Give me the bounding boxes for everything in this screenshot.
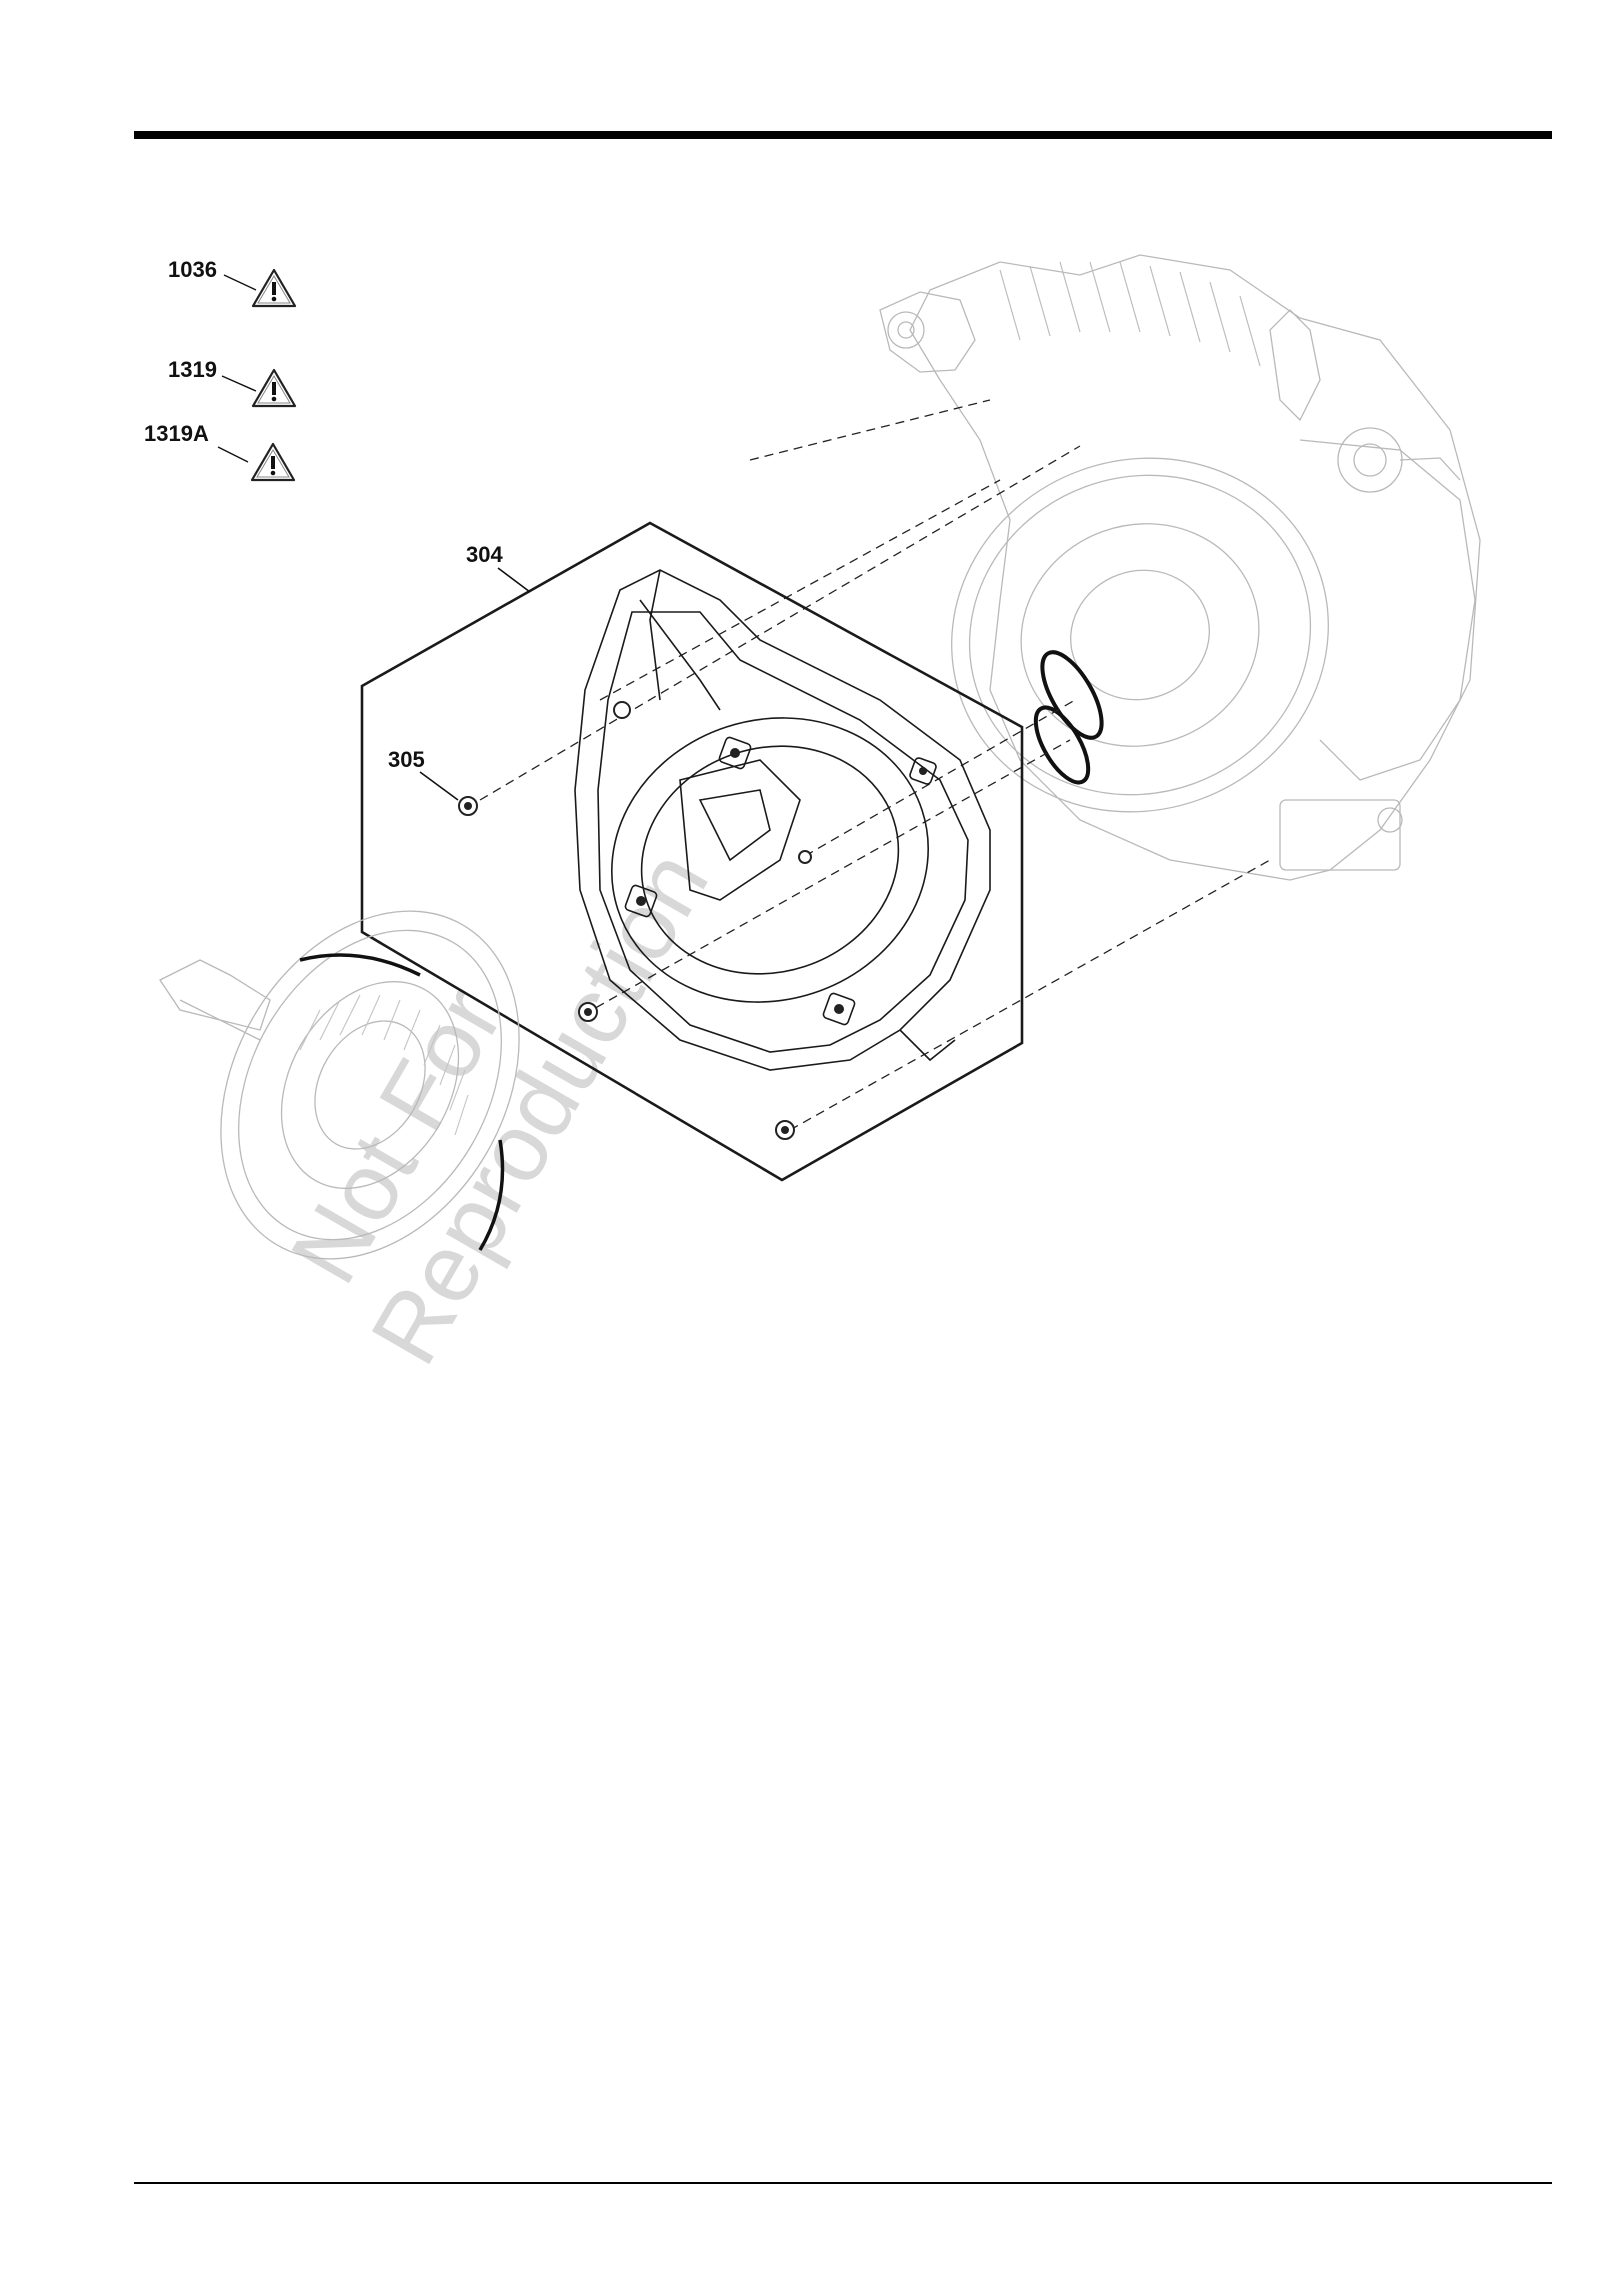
bolt: [776, 1121, 794, 1139]
warning-code-1319: 1319: [168, 357, 217, 382]
footer-rule: [134, 2182, 1552, 2184]
mounting-boss: [718, 736, 751, 769]
warning-triangle-icon: [253, 370, 295, 406]
warning-code-1319A: 1319A: [144, 421, 209, 446]
bolt: [459, 797, 477, 815]
warning-code-1036: 1036: [168, 257, 217, 282]
header-rule: [134, 131, 1552, 139]
callout-304: 304: [466, 542, 530, 592]
warning-triangle-icon: [252, 444, 294, 480]
callout-number-305: 305: [388, 747, 425, 772]
callout-number-304: 304: [466, 542, 503, 567]
warning-callout-1036: 1036: [168, 257, 295, 306]
warning-callout-1319A: 1319A: [144, 421, 294, 480]
warning-callout-1319: 1319: [168, 357, 295, 406]
mounting-boss: [909, 757, 937, 785]
engine-block-ghost: [880, 255, 1480, 880]
bolt: [579, 1003, 597, 1021]
watermark: Not For Reproduction: [256, 778, 729, 1381]
warning-triangle-icon: [253, 270, 295, 306]
mounting-boss: [822, 992, 855, 1025]
callout-305: 305: [388, 747, 458, 800]
